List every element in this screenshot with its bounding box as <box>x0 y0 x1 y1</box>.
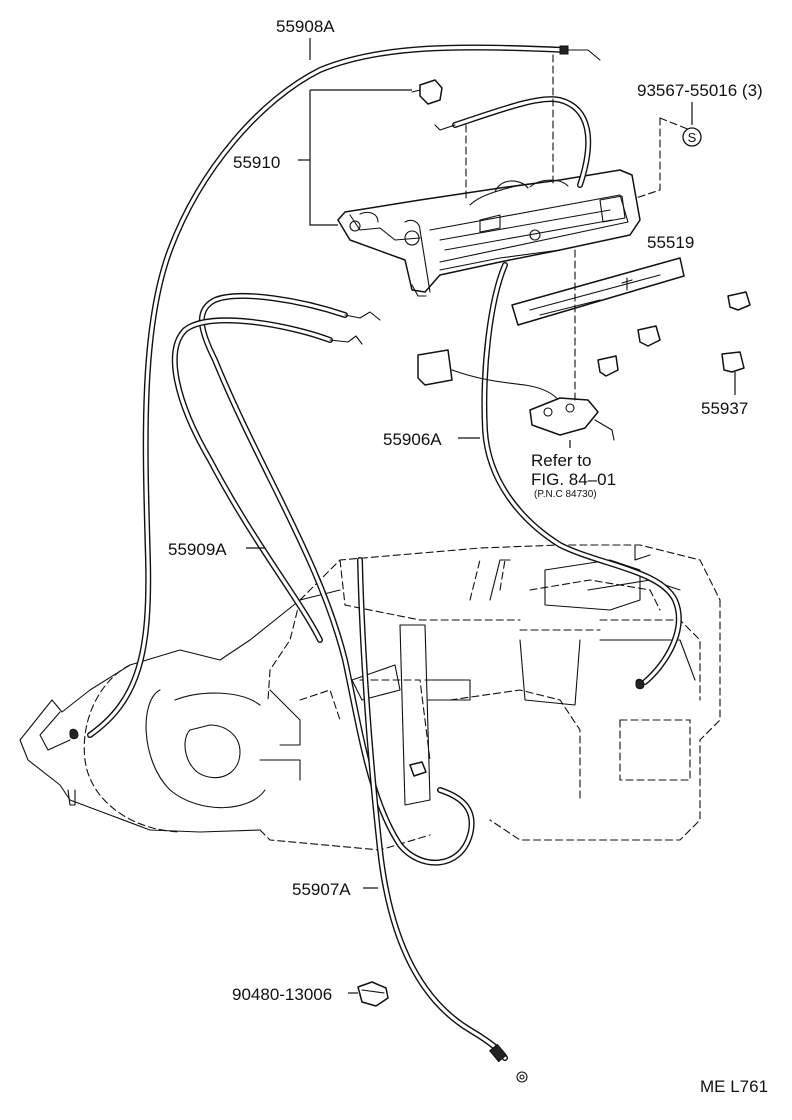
cable-55910-loop <box>434 96 592 188</box>
label-55910: 55910 <box>233 153 280 172</box>
screw-symbol: S <box>682 127 702 147</box>
clip-90480-13006 <box>357 981 389 1007</box>
label-93567-55016: 93567-55016 (3) <box>637 81 763 100</box>
heater-unit-assembly <box>19 544 721 851</box>
clip-on-housing <box>409 761 427 777</box>
cable-55906A <box>481 262 682 690</box>
cable-55908A <box>69 44 601 740</box>
label-refer-to: Refer to <box>531 451 591 470</box>
knobs-55937 <box>597 291 751 377</box>
cable-55909A <box>171 293 475 866</box>
control-plate-55519 <box>511 257 685 326</box>
label-55907A: 55907A <box>292 880 351 899</box>
clip-55910 <box>411 79 443 105</box>
label-pnc-reference: (P.N.C 84730) <box>534 489 597 500</box>
label-55906A: 55906A <box>383 430 442 449</box>
switch-connector-assembly <box>417 349 615 441</box>
label-55519: 55519 <box>647 233 694 252</box>
reference-lines <box>465 54 691 401</box>
label-55908A: 55908A <box>276 17 335 36</box>
label-55937: 55937 <box>701 399 748 418</box>
label-55909A: 55909A <box>168 540 227 559</box>
leader-lines <box>246 38 736 994</box>
label-fig-reference: FIG. 84–01 <box>531 470 616 489</box>
heater-control-assembly <box>337 169 641 297</box>
cable-55907A <box>357 557 528 1083</box>
drawing-code: ME L761 <box>700 1077 768 1096</box>
screw-symbol-letter: S <box>688 130 697 145</box>
label-90480-13006: 90480-13006 <box>232 985 332 1004</box>
